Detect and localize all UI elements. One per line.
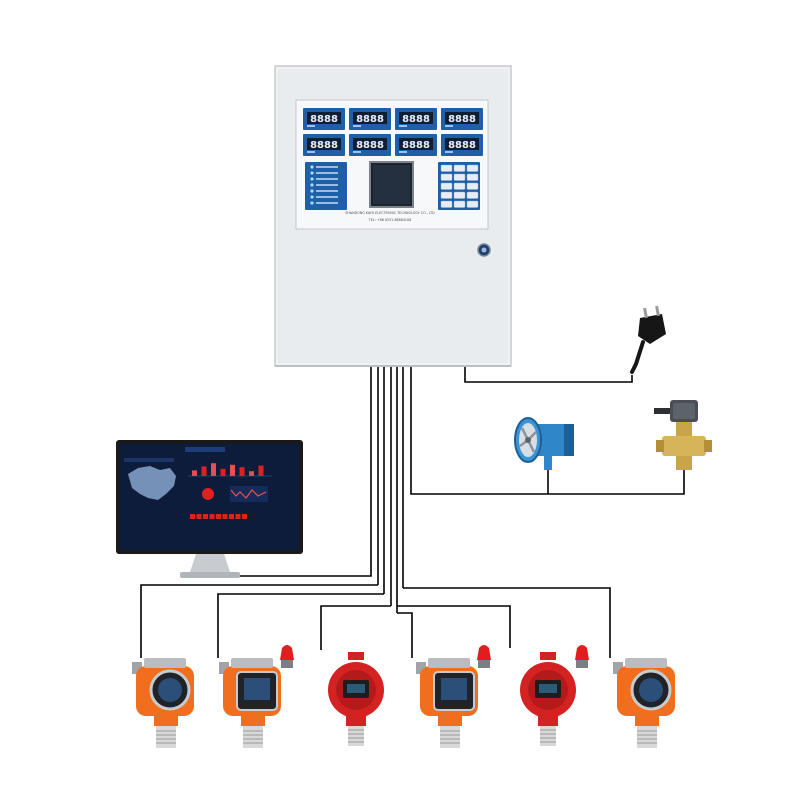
alarm-controller-cabinet: 8888 8888 8888 8888 8888 8888 8888 8888 SHANDON… xyxy=(274,65,512,367)
gauge-bar xyxy=(201,466,207,476)
indicator-light xyxy=(310,183,338,187)
wire-det-4 xyxy=(397,612,413,658)
company-name: SHANDONG KAIYI ELECTRONIC TECHNOLOGY CO.… xyxy=(345,211,435,215)
alarm-light-icon xyxy=(477,645,491,668)
gauge-bar xyxy=(239,467,245,476)
status-cell xyxy=(203,514,208,519)
indicator-panel xyxy=(305,162,347,210)
gas-detector-icon xyxy=(132,658,194,748)
indicator-light xyxy=(310,165,338,169)
digit-readout: 8888 xyxy=(356,114,384,125)
keypad-key[interactable] xyxy=(453,173,466,181)
keypad-key[interactable] xyxy=(466,164,479,172)
gas-detector-icon xyxy=(416,645,491,748)
digit-display-grid: 8888 8888 8888 8888 8888 8888 8888 8888 xyxy=(303,108,483,156)
keypad-key[interactable] xyxy=(453,200,466,208)
wire-power xyxy=(464,366,633,383)
company-tel: TEL: +86 0531-88884108 xyxy=(368,218,411,222)
axial-fan-icon xyxy=(514,417,574,470)
indicator-light xyxy=(310,201,338,205)
gas-detector-icon xyxy=(613,658,675,748)
status-cell xyxy=(209,514,215,519)
alarm-dot xyxy=(202,488,214,500)
indicator-light xyxy=(310,177,338,181)
gas-detector-icon xyxy=(219,645,294,748)
status-cell xyxy=(190,514,195,519)
monitor-gauges xyxy=(188,463,272,477)
gauge-bar xyxy=(249,471,254,476)
wire-det-1 xyxy=(140,584,378,658)
digit-readout: 8888 xyxy=(448,140,476,151)
detector-row xyxy=(132,645,675,748)
digit-readout: 8888 xyxy=(448,114,476,125)
digit-display: 8888 xyxy=(349,108,391,130)
wire-det-2 xyxy=(217,593,384,658)
keypad-key[interactable] xyxy=(466,200,479,208)
digit-display: 8888 xyxy=(395,108,437,130)
keypad-key[interactable] xyxy=(440,164,453,172)
computer-monitor xyxy=(116,440,303,578)
wire-computer xyxy=(237,366,372,577)
keypad-keys xyxy=(440,164,479,208)
status-cell xyxy=(196,514,202,519)
digit-readout: 8888 xyxy=(310,114,338,125)
gauge-bar xyxy=(258,465,264,476)
wire-det-6 xyxy=(403,587,611,658)
gauge-bar xyxy=(220,468,226,476)
indicator-light xyxy=(310,171,338,175)
keypad-key[interactable] xyxy=(466,182,479,190)
key-lock-icon[interactable] xyxy=(477,243,491,257)
status-cell xyxy=(216,514,221,519)
gauge-bar xyxy=(230,464,235,476)
digit-display: 8888 xyxy=(441,108,483,130)
digit-readout: 8888 xyxy=(310,140,338,151)
keypad-key[interactable] xyxy=(440,191,453,199)
explosion-proof-detector-icon xyxy=(328,652,384,746)
indicator-lights xyxy=(310,165,338,205)
gauge-bar xyxy=(211,463,216,476)
keypad-key[interactable] xyxy=(453,164,466,172)
digit-display: 8888 xyxy=(303,108,345,130)
wire-det-3 xyxy=(320,605,391,650)
digit-readout: 8888 xyxy=(356,140,384,151)
keypad-key[interactable] xyxy=(466,191,479,199)
status-cell xyxy=(235,514,241,519)
keypad-key[interactable] xyxy=(466,173,479,181)
digit-display: 8888 xyxy=(303,134,345,156)
status-cell xyxy=(242,514,247,519)
status-cell xyxy=(229,514,234,519)
keypad-key[interactable] xyxy=(440,173,453,181)
wire-det-5 xyxy=(397,605,511,648)
status-cell xyxy=(222,514,228,519)
digit-readout: 8888 xyxy=(402,140,430,151)
keypad-key[interactable] xyxy=(440,182,453,190)
map-icon xyxy=(128,466,176,500)
power-plug-icon xyxy=(630,305,666,374)
solenoid-valve-icon xyxy=(654,400,712,470)
keypad-key[interactable] xyxy=(440,200,453,208)
digit-display: 8888 xyxy=(349,134,391,156)
gauge-bar xyxy=(192,470,197,476)
digit-readout: 8888 xyxy=(402,114,430,125)
indicator-light xyxy=(310,195,338,199)
alarm-light-icon xyxy=(280,645,294,668)
indicator-light xyxy=(310,189,338,193)
digit-display: 8888 xyxy=(441,134,483,156)
keypad-key[interactable] xyxy=(453,182,466,190)
alarm-light-icon xyxy=(575,645,589,668)
explosion-proof-detector-icon xyxy=(520,645,589,746)
keypad-key[interactable] xyxy=(453,191,466,199)
monitor-stand xyxy=(190,554,230,572)
monitor-status-row xyxy=(190,514,247,519)
wiring xyxy=(140,366,685,658)
digit-display: 8888 xyxy=(395,134,437,156)
